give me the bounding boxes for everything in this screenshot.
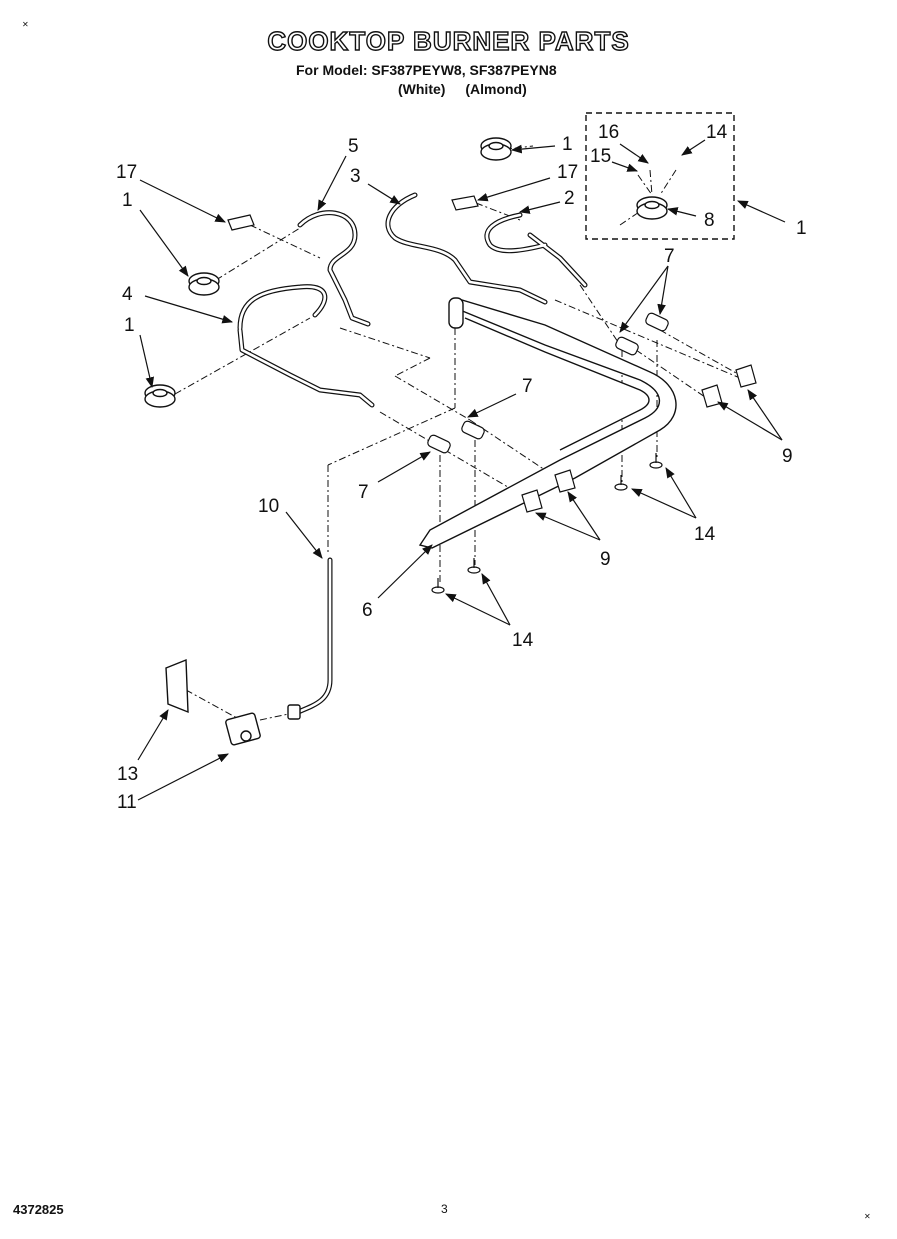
callout-12: 13 bbox=[117, 764, 138, 785]
callout-5: 5 bbox=[348, 136, 359, 157]
callout-1: 1 bbox=[562, 134, 573, 155]
callout-2: 2 bbox=[564, 188, 575, 209]
callout-15: 15 bbox=[590, 146, 611, 167]
color-white: (White) bbox=[398, 81, 446, 97]
callout-6: 6 bbox=[362, 600, 373, 621]
manifold bbox=[418, 297, 677, 549]
callout-1: 1 bbox=[796, 218, 807, 239]
callout-9: 9 bbox=[600, 549, 611, 570]
clips bbox=[521, 364, 757, 513]
callout-4: 4 bbox=[122, 284, 133, 305]
callout-9: 9 bbox=[782, 446, 793, 467]
callout-3: 3 bbox=[350, 166, 361, 187]
callout-7: 7 bbox=[664, 246, 675, 267]
callout-17: 17 bbox=[557, 162, 578, 183]
gas-tubes bbox=[237, 192, 588, 715]
valves bbox=[427, 312, 669, 454]
callout-1: 1 bbox=[124, 315, 135, 336]
color-line: (White) (Almond) bbox=[398, 81, 543, 97]
callout-1: 1 bbox=[122, 190, 133, 211]
leader-arrows bbox=[137, 139, 786, 801]
corner-mark: ✕ bbox=[22, 20, 29, 29]
assembly-lines bbox=[174, 145, 746, 721]
corner-mark: ✕ bbox=[864, 1212, 871, 1221]
callout-13: 14 bbox=[706, 122, 728, 143]
callout-14: 14 bbox=[512, 630, 534, 651]
callout-17: 17 bbox=[116, 162, 137, 183]
burner-caps bbox=[144, 137, 668, 408]
callout-14: 14 bbox=[694, 524, 716, 545]
color-almond: (Almond) bbox=[465, 81, 527, 97]
page-number: 3 bbox=[441, 1202, 448, 1216]
page-title: COOKTOP BURNER PARTS bbox=[267, 25, 630, 56]
callout-16: 16 bbox=[598, 122, 619, 143]
brackets bbox=[227, 195, 479, 231]
document-number: 4372825 bbox=[13, 1202, 64, 1217]
screws bbox=[431, 453, 663, 594]
callout-8: 8 bbox=[704, 210, 715, 231]
callout-numbers: 5 3 17 1 4 1 1 17 2 16 15 14 8 1 7 7 7 9… bbox=[116, 122, 807, 813]
callout-10: 10 bbox=[258, 496, 279, 517]
callout-11: 11 bbox=[117, 792, 137, 813]
callout-7: 7 bbox=[358, 482, 369, 503]
inset-box bbox=[585, 112, 735, 240]
model-line: For Model: SF387PEYW8, SF387PEYN8 bbox=[296, 62, 557, 78]
regulator bbox=[165, 658, 301, 746]
callout-7: 7 bbox=[522, 376, 533, 397]
